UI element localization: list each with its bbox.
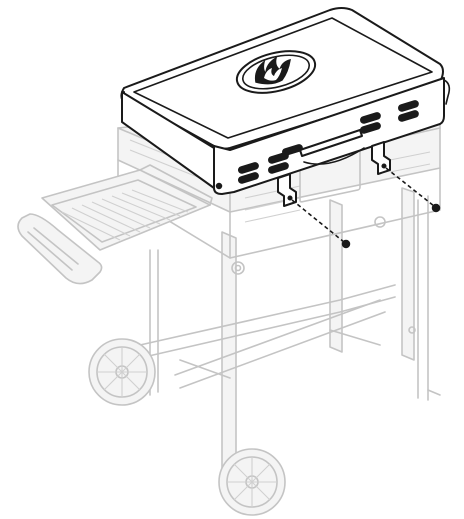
lid-hinge-bracket-right (371, 141, 391, 175)
screw-left (291, 199, 351, 249)
wheel-rear (88, 338, 156, 406)
vent-slots-left (237, 144, 303, 184)
wheel-front (218, 448, 286, 516)
screw-right (385, 167, 441, 213)
vent-slots-right (359, 100, 419, 134)
flame-logo-icon (235, 50, 317, 94)
lid-hinge-bracket-left (277, 173, 297, 207)
side-shelf (17, 164, 213, 285)
